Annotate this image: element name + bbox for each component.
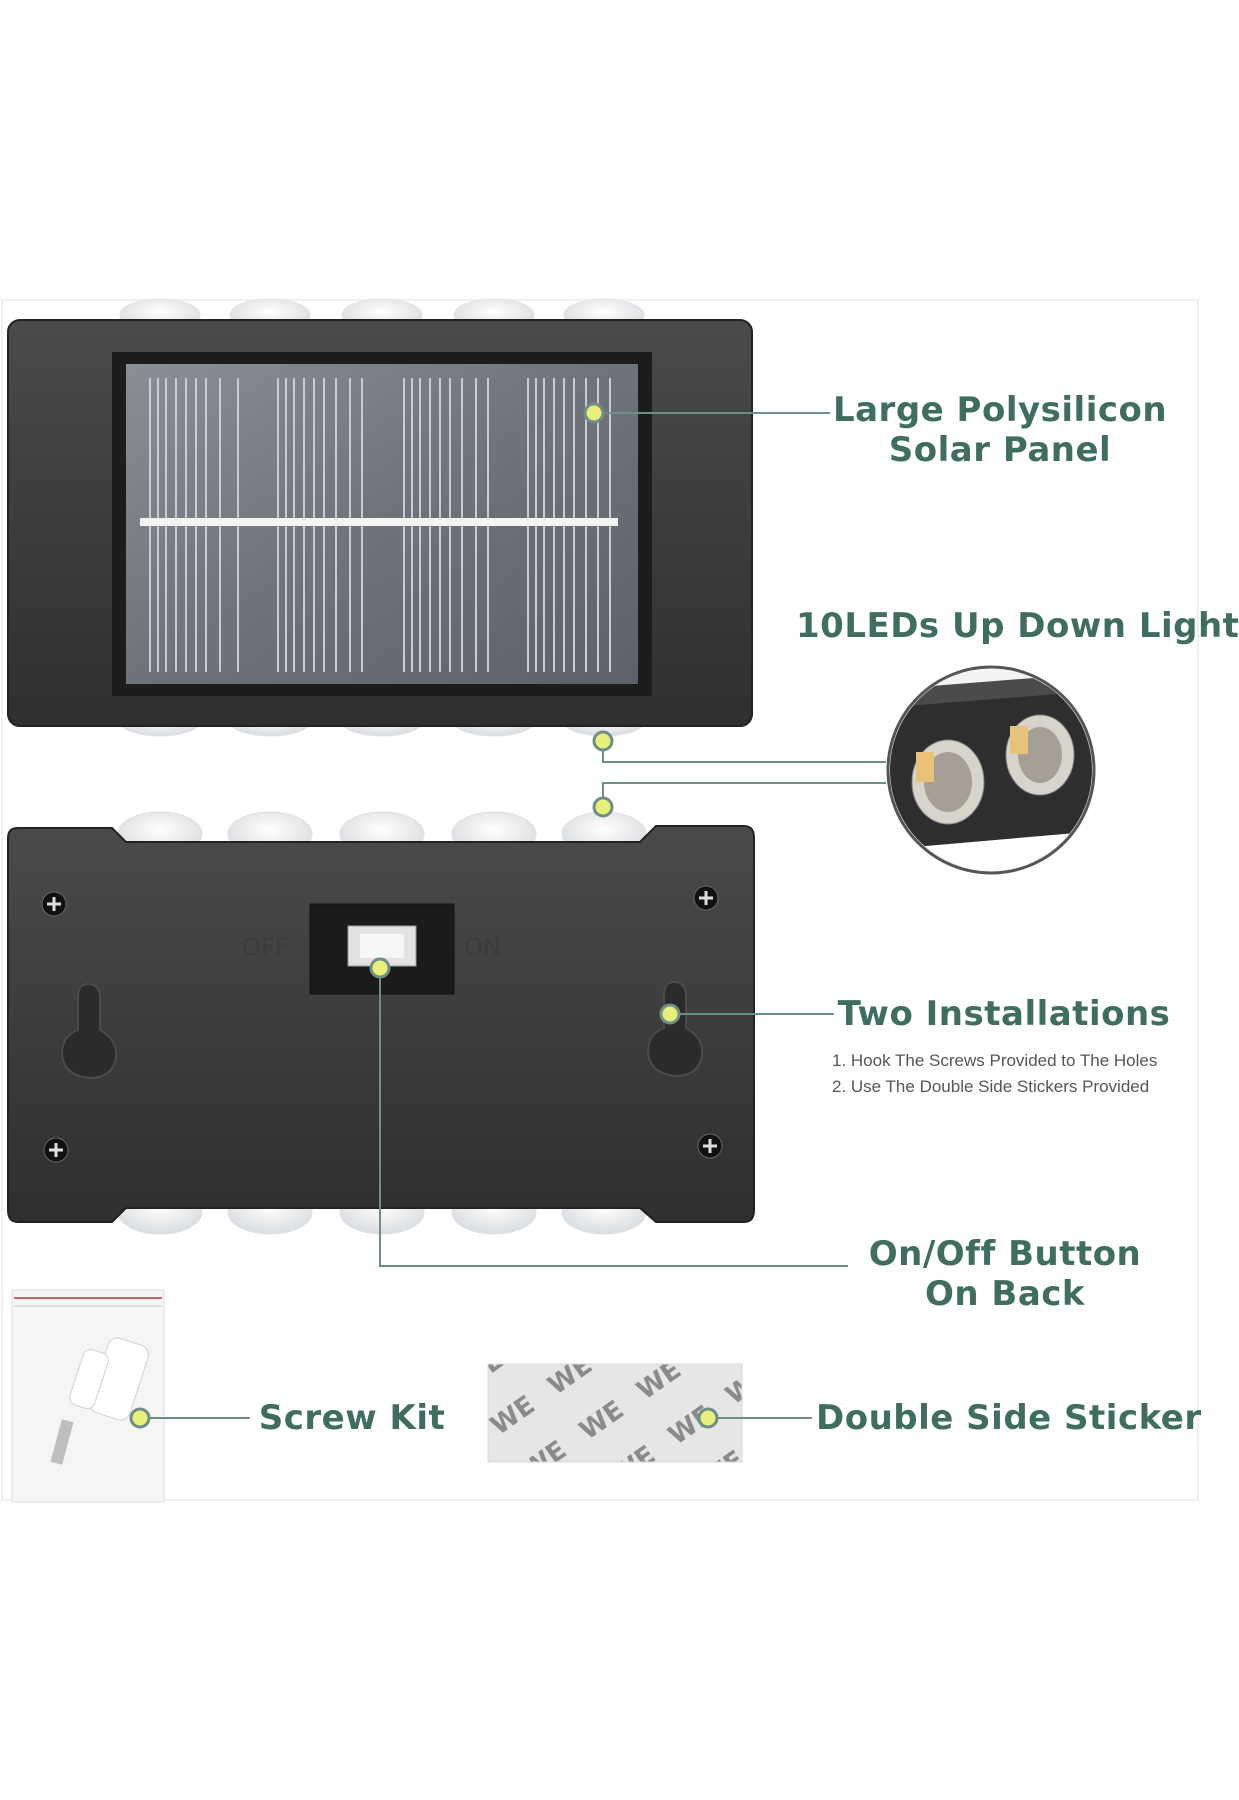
marker-dot-solar (583, 402, 605, 424)
installations-label: Two Installations (837, 994, 1171, 1034)
solar-panel-label-line1: Large Polysilicon (832, 390, 1168, 430)
button-label-line2: On Back (924, 1274, 1086, 1314)
screw-kit-label: Screw Kit (258, 1398, 446, 1438)
installation-step-2: 2. Use The Double Side Stickers Provided (832, 1077, 1150, 1096)
button-label: On/Off Button On Back (850, 1234, 1160, 1314)
marker-dot-keyhole (659, 1003, 681, 1025)
screw-icon (41, 885, 723, 1163)
solar-panel (126, 364, 638, 684)
button-label-line1: On/Off Button (868, 1234, 1142, 1274)
marker-dot-led-bottom (592, 796, 614, 818)
installation-step-1: 1. Hook The Screws Provided to The Holes (832, 1051, 1158, 1070)
product-infographic: WE (1, 298, 1239, 1503)
switch-off-label: OFF (242, 933, 289, 961)
product-illustration: WE (1, 298, 1199, 1503)
solar-busbar (140, 518, 618, 526)
power-switch[interactable] (309, 903, 455, 995)
led-zoom-detail (886, 665, 1096, 875)
marker-dot-screw-kit (129, 1407, 151, 1429)
marker-dots (129, 402, 719, 1429)
solar-panel-label-line2: Solar Panel (888, 430, 1112, 470)
switch-on-label: ON (464, 933, 501, 961)
marker-dot-led-top (592, 730, 614, 752)
leds-label: 10LEDs Up Down Light (796, 606, 1239, 646)
solar-panel-label: Large Polysilicon Solar Panel (830, 390, 1170, 470)
sticker-label: Double Side Sticker (816, 1398, 1202, 1438)
marker-dot-switch (369, 957, 391, 979)
marker-dot-sticker (697, 1407, 719, 1429)
screw-kit-bag (11, 1289, 165, 1503)
